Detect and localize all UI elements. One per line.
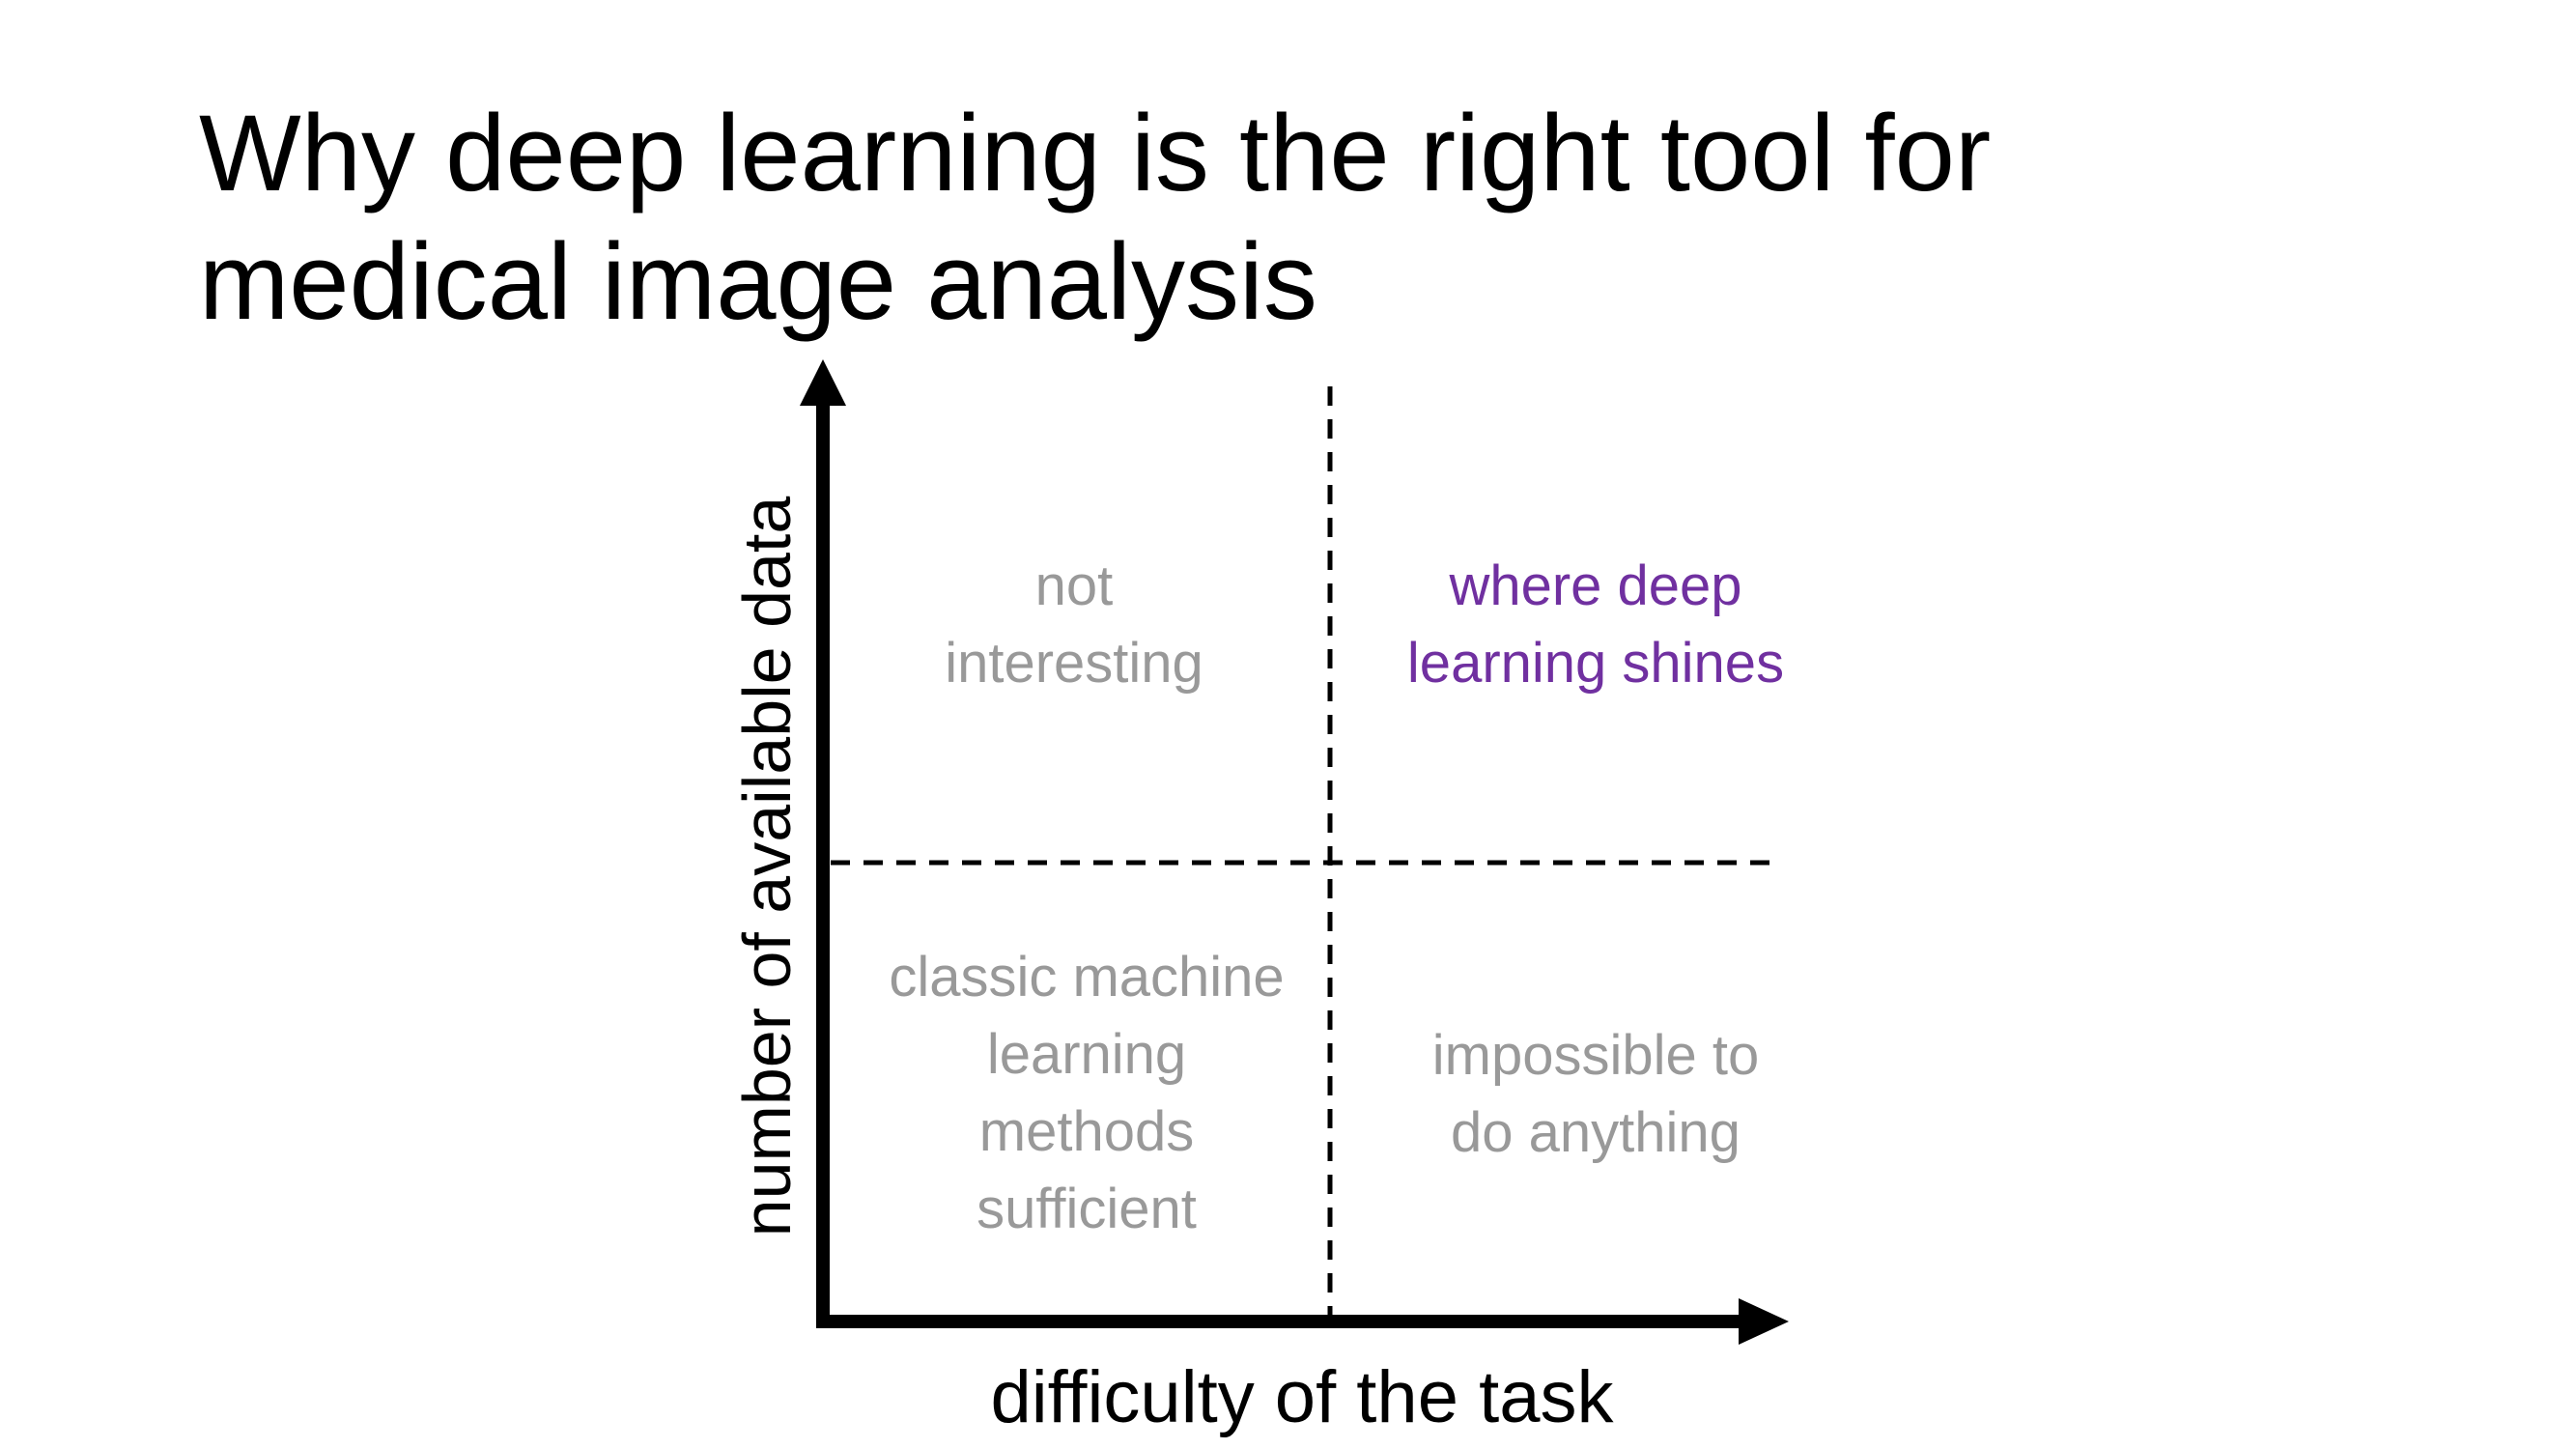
quadrant-bottom-left-line: methods	[979, 1100, 1194, 1163]
x-axis-label: difficulty of the task	[991, 1356, 1615, 1438]
quadrant-top-left-line: interesting	[945, 632, 1203, 695]
x-axis-arrowhead	[1739, 1298, 1789, 1345]
quadrant-bottom-left: classic machine learning methods suffici…	[889, 946, 1284, 1240]
quadrant-bottom-right-line: do anything	[1451, 1101, 1741, 1164]
quadrant-bottom-left-line: classic machine	[889, 946, 1284, 1009]
quadrant-bottom-left-line: learning	[987, 1023, 1186, 1086]
y-axis-arrowhead	[800, 359, 846, 406]
quadrant-bottom-right: impossible to do anything	[1432, 1024, 1759, 1164]
slide-title-line-1: Why deep learning is the right tool for	[199, 93, 1992, 213]
quadrant-top-left: not interesting	[945, 554, 1203, 695]
quadrant-bottom-right-line: impossible to	[1432, 1024, 1759, 1087]
quadrant-top-left-line: not	[1035, 554, 1114, 617]
quadrant-top-right-line: learning shines	[1407, 632, 1784, 695]
slide-title-line-2: medical image analysis	[199, 221, 1317, 342]
quadrant-top-right: where deep learning shines	[1407, 554, 1784, 695]
slide-title: Why deep learning is the right tool for …	[199, 89, 2324, 346]
y-axis-label: number of available data	[729, 497, 805, 1237]
quadrant-bottom-left-line: sufficient	[977, 1178, 1197, 1240]
quadrant-top-right-line: where deep	[1448, 554, 1741, 617]
